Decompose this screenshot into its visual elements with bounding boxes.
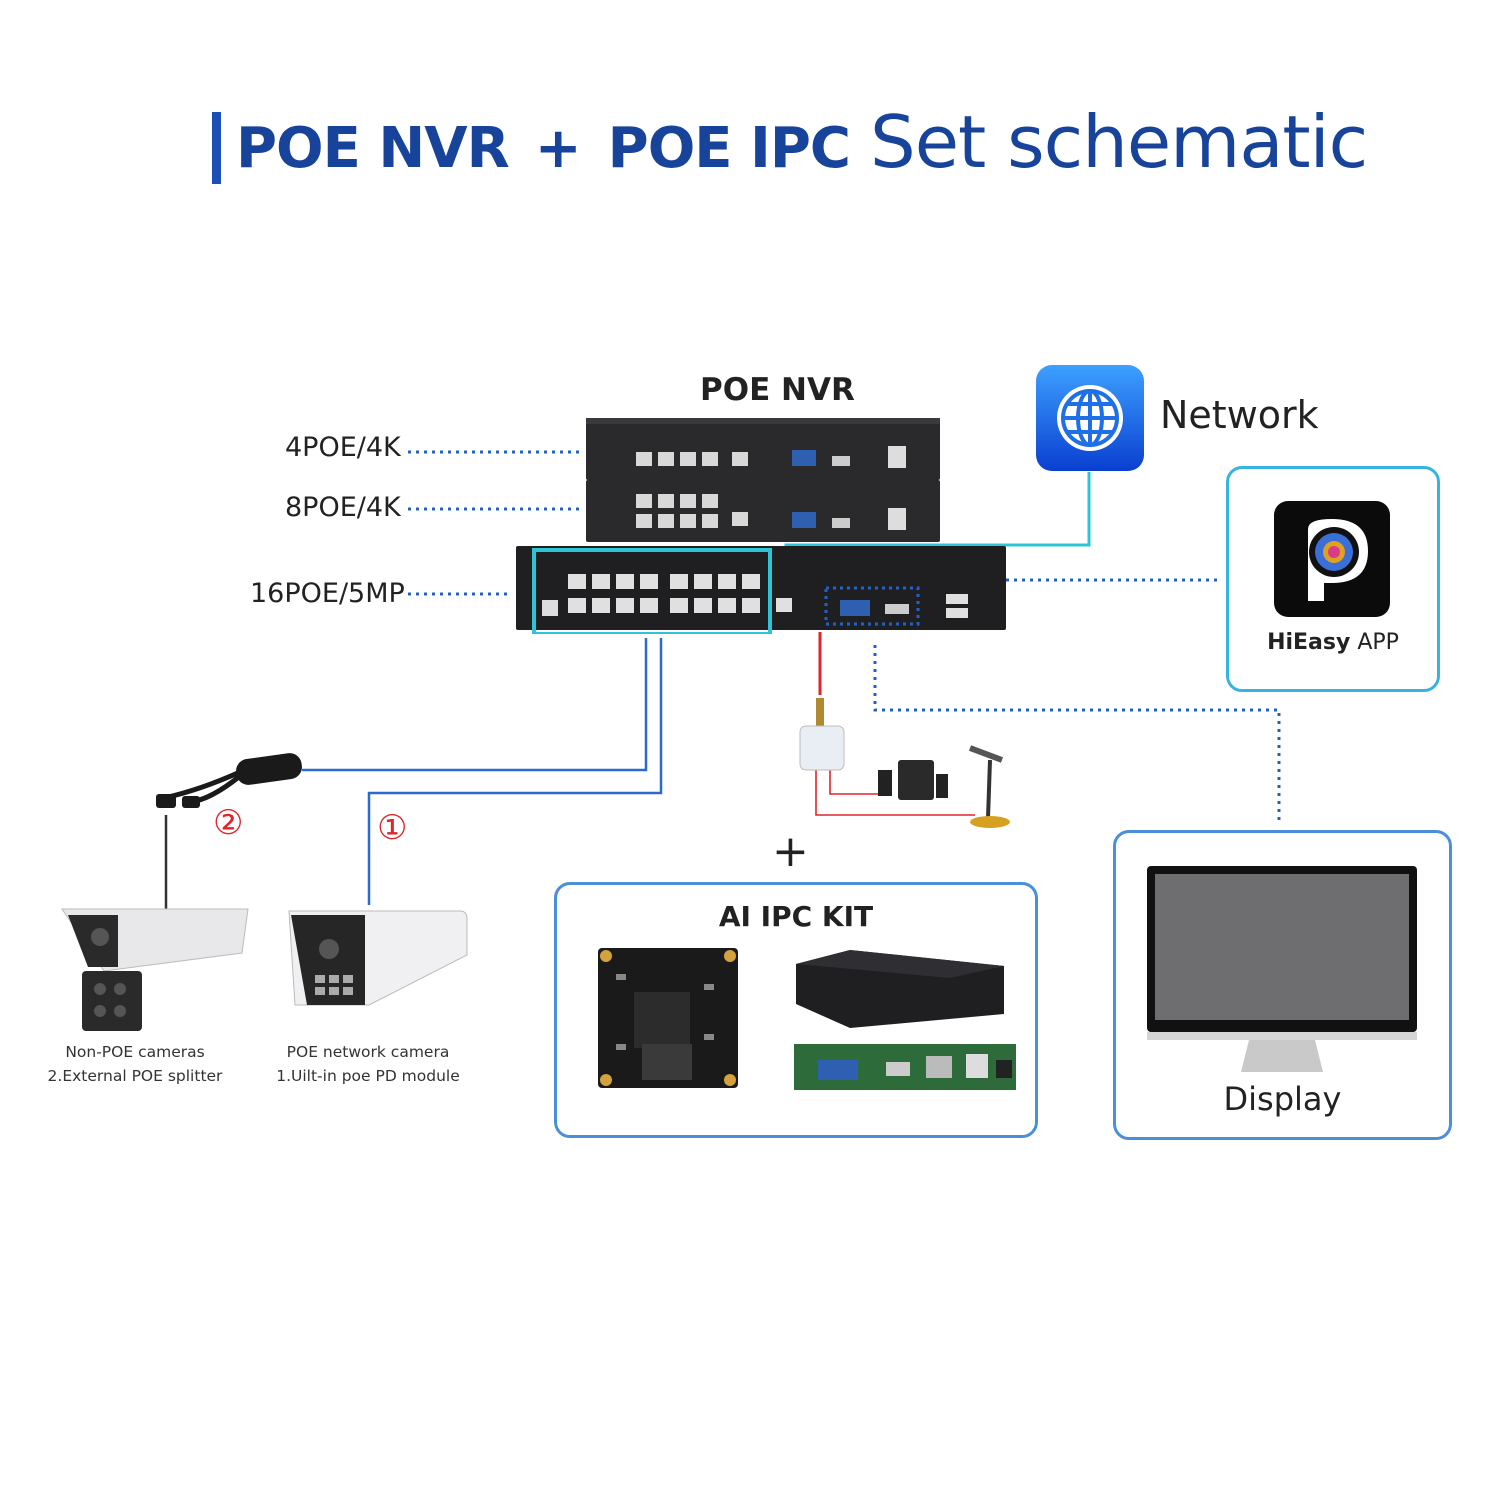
nvr-title: POE NVR xyxy=(700,372,855,408)
kit-title: AI IPC KIT xyxy=(718,900,874,933)
hieasy-app-icon xyxy=(1274,501,1390,617)
marker-1: ① xyxy=(377,808,408,848)
globe-icon xyxy=(1036,365,1144,471)
mic-wire xyxy=(815,765,975,816)
nonpoe-caption: Non-POE cameras 2.External POE splitter xyxy=(40,1040,230,1088)
title-part-ipc: POE IPC xyxy=(607,116,851,181)
display-label: Display xyxy=(1223,1080,1342,1118)
app-brand: HiEasy xyxy=(1267,630,1351,655)
speaker-wire xyxy=(829,765,886,795)
title-part-nvr: POE NVR xyxy=(236,116,510,181)
poe-caption-line2: 1.Uilt-in poe PD module xyxy=(276,1067,460,1085)
model-label-16poe: 16POE/5MP xyxy=(250,578,405,609)
audio-devices-image xyxy=(799,698,1010,828)
ipc-board-image xyxy=(598,948,738,1088)
nvr-4poe-unit xyxy=(586,418,940,480)
monitor-image xyxy=(1147,866,1417,1072)
non-poe-camera-image xyxy=(61,908,249,1031)
app-label: HiEasy APP xyxy=(1226,630,1440,655)
poe-splitter-image xyxy=(156,753,302,808)
model-label-8poe: 8POE/4K xyxy=(285,492,401,523)
app-suffix: APP xyxy=(1350,630,1399,655)
nvr-8poe-unit xyxy=(586,480,940,542)
nonpoe-caption-line2: 2.External POE splitter xyxy=(47,1067,223,1085)
kit-plus: + xyxy=(772,826,809,877)
marker-2: ② xyxy=(213,803,244,843)
leader-display xyxy=(873,645,1281,825)
cable-splitter xyxy=(302,638,648,772)
page-title: POE NVR + POE IPC Set schematic xyxy=(236,100,1368,184)
title-part-schematic: Set schematic xyxy=(870,100,1368,184)
nvr-stack-image xyxy=(516,418,1006,634)
poe-caption-line1: POE network camera xyxy=(286,1043,450,1061)
title-accent-bar xyxy=(212,112,221,184)
nonpoe-caption-line1: Non-POE cameras xyxy=(65,1043,205,1061)
nvr-16poe-unit xyxy=(516,546,1006,634)
nvr-board-image xyxy=(794,950,1016,1090)
model-label-4poe: 4POE/4K xyxy=(285,432,401,463)
poe-camera-image xyxy=(288,910,468,1006)
poe-camera-caption: POE network camera 1.Uilt-in poe PD modu… xyxy=(268,1040,468,1088)
title-plus: + xyxy=(534,116,582,181)
cable-poe-camera xyxy=(367,638,663,905)
network-label: Network xyxy=(1160,393,1319,437)
